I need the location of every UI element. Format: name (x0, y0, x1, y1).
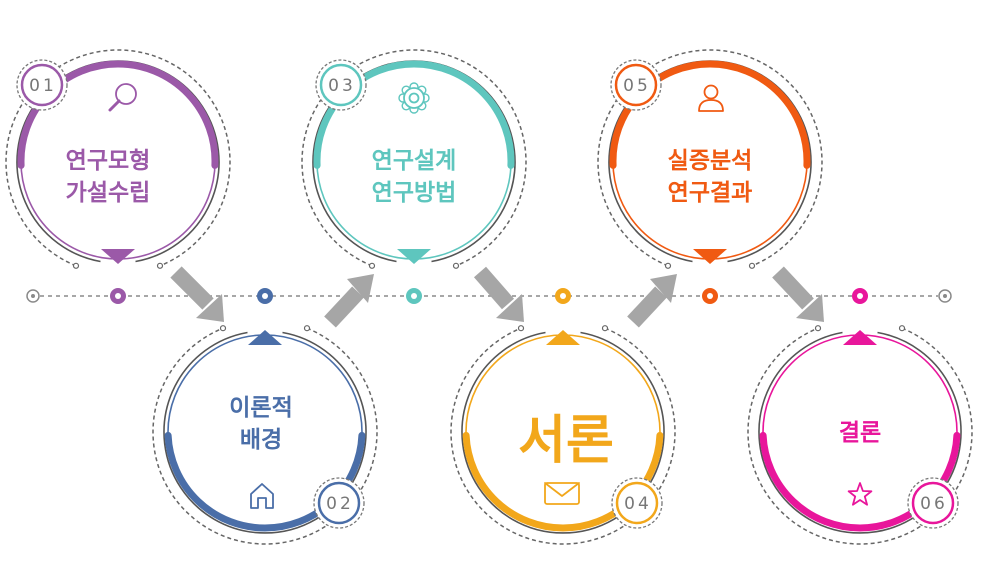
guide-end-dot (452, 262, 460, 269)
arrow-down-1 (170, 266, 224, 322)
step-label-line1: 결론 (839, 420, 881, 446)
step-arc (609, 60, 811, 169)
guide-end-dot (303, 325, 311, 332)
guide-end-dot (219, 325, 227, 332)
step-arc (759, 431, 961, 532)
step-number: 01 (29, 76, 57, 96)
step-number: 06 (920, 494, 948, 514)
arrow-down-3 (772, 266, 824, 322)
step-arc (17, 60, 219, 169)
pointer-triangle (546, 330, 580, 345)
number-badge (615, 481, 659, 525)
timeline-dot-center (262, 293, 268, 299)
step-arc (164, 431, 366, 532)
arrow-up-2 (627, 274, 677, 328)
pointer-triangle (248, 330, 282, 345)
step-number: 03 (328, 76, 356, 96)
timeline-dot-center (115, 293, 121, 299)
step-number: 04 (624, 494, 652, 514)
step-label-line1: 연구모형 (66, 148, 151, 174)
number-badge (614, 63, 658, 107)
number-badge (20, 63, 64, 107)
flow-arrows (170, 266, 824, 328)
step-label-line2: 가설수립 (66, 180, 151, 206)
arrow-down-2 (473, 266, 524, 322)
guide-ring (597, 49, 823, 267)
guide-ring (450, 327, 676, 545)
step-number: 05 (623, 76, 651, 96)
envelope-icon (544, 482, 580, 505)
pointer-triangle (397, 249, 431, 264)
number-badge (317, 481, 361, 525)
timeline-dot-center (857, 293, 863, 299)
step-label-line2: 배경 (240, 427, 282, 453)
gear-icon (398, 82, 430, 114)
step-04: 04 서론 (450, 288, 676, 545)
pointer-triangle (693, 249, 727, 264)
outline-ring (758, 331, 962, 534)
step-arc (462, 431, 664, 532)
step-number: 02 (326, 494, 354, 514)
guide-end-dot (368, 262, 376, 269)
step-label-line2: 연구결과 (668, 180, 753, 206)
step-label-line1: 서론 (518, 411, 614, 471)
guide-end-dot (748, 262, 756, 269)
outline-ring (163, 331, 367, 534)
guide-ring (747, 327, 973, 545)
timeline-dot-center (560, 293, 566, 299)
guide-end-dot (898, 325, 906, 332)
timeline-dot-center (411, 293, 417, 299)
person-icon (698, 84, 724, 112)
guide-ring (301, 49, 527, 267)
guide-end-dot (664, 262, 672, 269)
pointer-triangle (843, 330, 877, 345)
step-label-line1: 실증분석 (668, 148, 753, 174)
timeline-dot-center (707, 293, 713, 299)
guide-ring (152, 327, 378, 545)
home-icon (250, 483, 274, 509)
guide-ring (5, 49, 231, 267)
star-icon (847, 482, 873, 506)
pointer-triangle (101, 249, 135, 264)
guide-end-dot (72, 262, 80, 269)
number-badge (319, 63, 363, 107)
step-label-line1: 연구설계 (372, 148, 457, 174)
step-label-line2: 연구방법 (372, 180, 457, 206)
outline-ring (461, 331, 665, 534)
guide-end-dot (156, 262, 164, 269)
number-badge (911, 481, 955, 525)
step-06: 06 결론 (747, 288, 973, 545)
step-arc (313, 60, 515, 169)
step-label-line1: 이론적 (229, 395, 292, 421)
arrow-up-1 (324, 274, 374, 328)
guide-end-dot (601, 325, 609, 332)
guide-end-dot (517, 325, 525, 332)
guide-end-dot (814, 325, 822, 332)
magnifier-icon (108, 83, 137, 112)
